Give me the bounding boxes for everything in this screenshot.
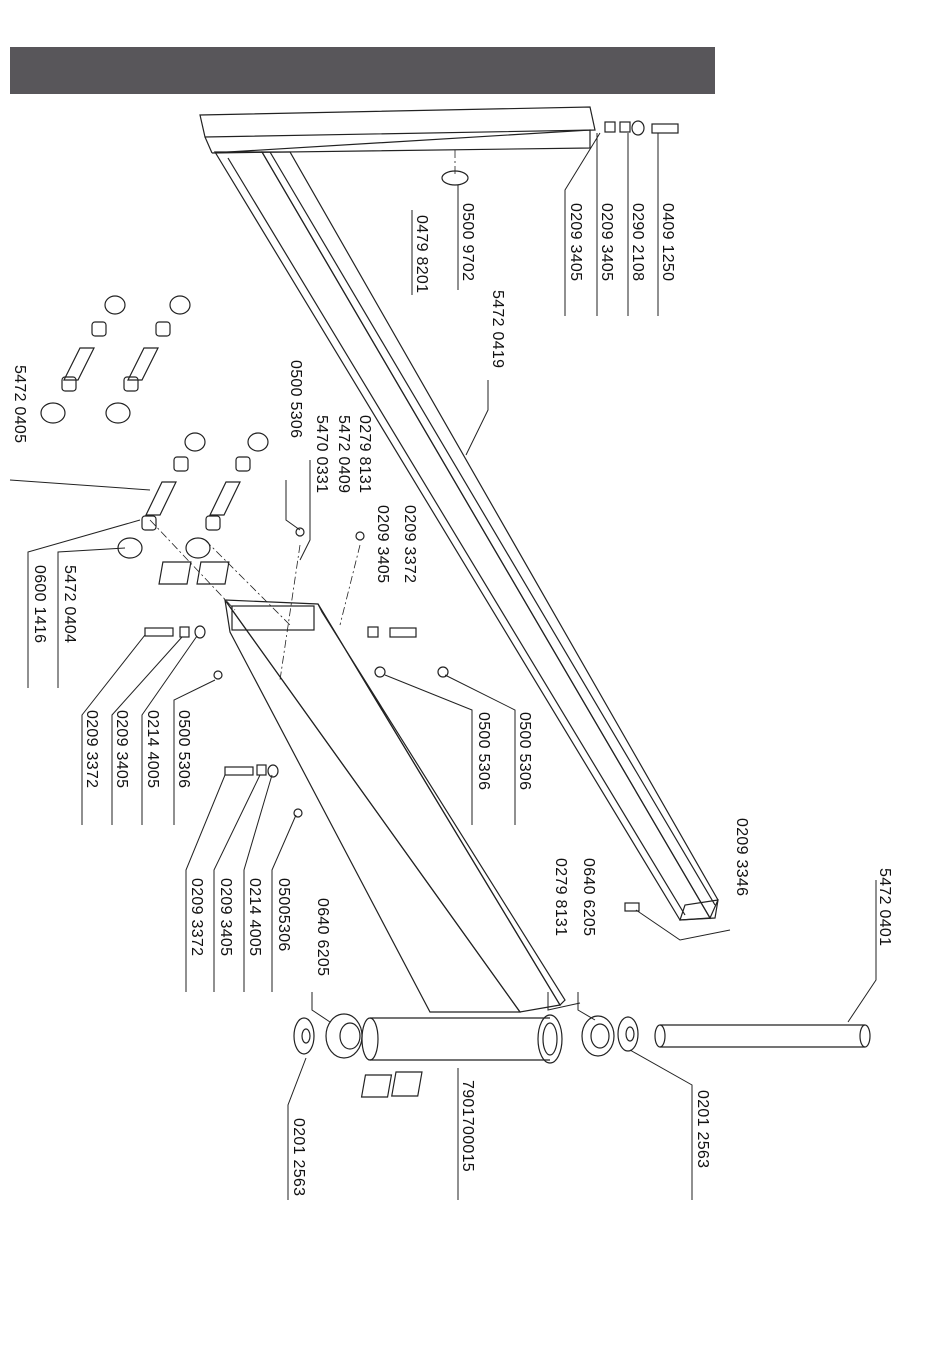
label-5472-0401: 5472 0401 xyxy=(876,868,893,947)
label-05005306-b: 05005306 xyxy=(275,878,292,952)
bearing-left xyxy=(325,1013,363,1059)
label-0209-3405-l: 0209 3405 xyxy=(113,710,130,789)
label-0500-9702: 0500 9702 xyxy=(459,203,476,282)
bearing-right xyxy=(581,1015,615,1057)
leader-lines xyxy=(9,132,877,1200)
label-0409-1250: 0409 1250 xyxy=(659,203,676,282)
label-5470-0331: 5470 0331 xyxy=(313,415,330,494)
label-0479-8201: 0479 8201 xyxy=(413,215,430,294)
label-5472-0404: 5472 0404 xyxy=(61,565,78,644)
brush-bracket-upper xyxy=(158,561,230,585)
label-0209-3405-top: 0209 3405 xyxy=(598,203,615,282)
label-0640-6205-r: 0640 6205 xyxy=(580,858,597,937)
label-0209-3405-top2: 0209 3405 xyxy=(567,203,584,282)
brush-bracket-lower xyxy=(360,1071,423,1098)
roller-cylinder xyxy=(361,1014,563,1064)
axle-shaft xyxy=(654,1024,871,1048)
label-0290-2108: 0290 2108 xyxy=(629,203,646,282)
label-0600-1416: 0600 1416 xyxy=(31,565,48,644)
label-5472-0405: 5472 0405 xyxy=(11,365,28,444)
washer-right xyxy=(617,1016,639,1052)
label-0279-8131-r: 0279 8131 xyxy=(552,858,569,937)
label-5472-0419: 5472 0419 xyxy=(489,290,506,369)
label-7901700015: 7901700015 xyxy=(459,1080,476,1172)
washer-left xyxy=(293,1017,315,1055)
label-0214-4005-b: 0214 4005 xyxy=(246,878,263,957)
center-lines xyxy=(149,150,456,681)
label-0500-5306-r1: 0500 5306 xyxy=(475,712,492,791)
label-0201-2563-l: 0201 2563 xyxy=(290,1118,307,1197)
wheel-kit-upper xyxy=(40,295,191,424)
label-0209-3372-mid: 0209 3372 xyxy=(401,505,418,584)
label-0209-3372-l: 0209 3372 xyxy=(83,710,100,789)
label-0640-6205-b: 0640 6205 xyxy=(314,898,331,977)
cross-frame-tube xyxy=(223,599,566,1013)
label-0209-3346: 0209 3346 xyxy=(733,818,750,897)
label-0201-2563-r: 0201 2563 xyxy=(694,1090,711,1169)
wheel-kit-lower xyxy=(117,432,269,559)
label-0500-5306-l: 0500 5306 xyxy=(175,710,192,789)
label-0279-8131-a: 0279 8131 xyxy=(356,415,373,494)
label-0209-3405-b: 0209 3405 xyxy=(217,878,234,957)
main-frame-tube xyxy=(199,106,719,921)
label-0209-3405-mid: 0209 3405 xyxy=(374,505,391,584)
label-0209-3372-b: 0209 3372 xyxy=(188,878,205,957)
label-0500-5306-r2: 0500 5306 xyxy=(516,712,533,791)
label-5472-0409: 5472 0409 xyxy=(335,415,352,494)
fasteners xyxy=(144,120,679,912)
label-0214-4005-l: 0214 4005 xyxy=(144,710,161,789)
header-bar xyxy=(10,47,715,94)
label-0500-5306-a: 0500 5306 xyxy=(287,360,304,439)
